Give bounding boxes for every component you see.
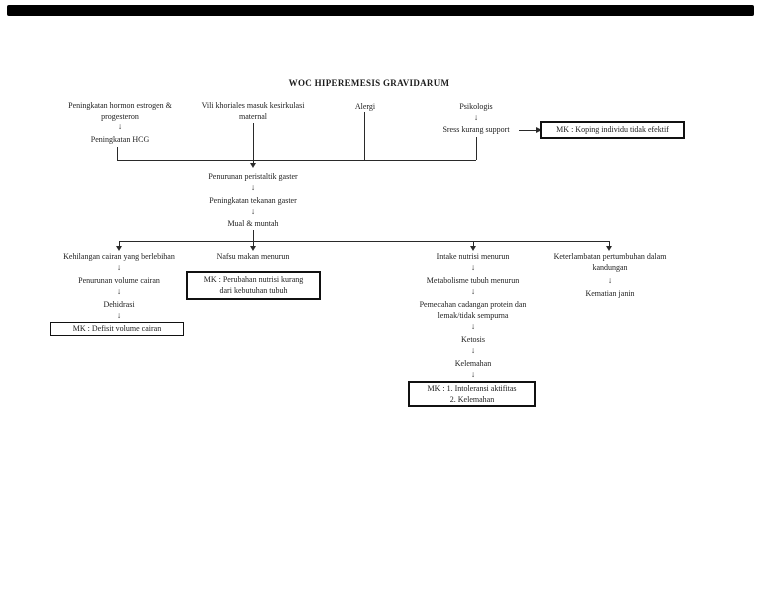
connector-branch4-drop (609, 241, 610, 246)
down-arrow: ↓ (250, 182, 256, 192)
node-keterlambatan-line1: Keterlambatan pertumbuhan dalam (553, 252, 667, 261)
node-psikologis: Psikologis (459, 102, 493, 111)
node-stress-kurang-support: Sress kurang support (442, 125, 510, 134)
node-vili-khoriales: Vili khoriales masuk kesirkulasi materna… (202, 100, 305, 122)
node-intake-nutrisi: Intake nutrisi menurun (436, 252, 510, 261)
node-mual-muntah: Mual & muntah (227, 219, 279, 228)
down-arrow: ↓ (607, 275, 613, 285)
mk-box-intoleransi-line2: 2. Kelemahan (449, 395, 495, 404)
node-vili-khoriales-line2: maternal (239, 112, 267, 121)
down-arrow: ↓ (473, 112, 479, 122)
node-nafsu-makan: Nafsu makan menurun (216, 252, 290, 261)
arrowhead-down-branch1 (116, 246, 122, 251)
connector-branch1-drop (119, 241, 120, 246)
bus-line-main (119, 241, 610, 242)
connector-alergi-drop (364, 112, 365, 160)
diagram-title: WOC HIPEREMESIS GRAVIDARUM (288, 78, 450, 88)
node-kelemahan: Kelemahan (454, 359, 492, 368)
node-hormon-estrogen: Peningkatan hormon estrogen & progestero… (68, 100, 172, 122)
mk-box-intoleransi: MK : 1. Intoleransi aktifitas 2. Kelemah… (408, 381, 536, 407)
node-pemecahan-cadangan-line1: Pemecahan cadangan protein dan (419, 300, 527, 309)
down-arrow: ↓ (116, 310, 122, 320)
connector-to-koping-box (519, 130, 536, 131)
connector-branch2-drop (253, 241, 254, 246)
connector-vili-drop (253, 123, 254, 163)
node-peningkatan-tekanan: Peningkatan tekanan gaster (209, 196, 297, 205)
node-pemecahan-cadangan-line2: lemak/tidak sempurna (437, 311, 509, 320)
connector-mual-drop (253, 230, 254, 241)
node-peningkatan-hcg: Peningkatan HCG (90, 135, 150, 144)
node-ketosis: Ketosis (461, 335, 485, 344)
node-keterlambatan-line2: kandungan (592, 263, 628, 272)
mk-box-perubahan-nutrisi-line1: MK : Perubahan nutrisi kurang (203, 275, 304, 284)
arrowhead-down-branch4 (606, 246, 612, 251)
node-penurunan-peristaltik: Penurunan peristaltik gaster (208, 172, 298, 181)
node-pemecahan-cadangan: Pemecahan cadangan protein dan lemak/tid… (420, 299, 527, 321)
node-hormon-estrogen-line2: progesteron (101, 112, 139, 121)
down-arrow: ↓ (470, 321, 476, 331)
top-black-bar (7, 5, 754, 16)
mk-box-intoleransi-line1: MK : 1. Intoleransi aktifitas (427, 384, 517, 393)
arrowhead-down-branch3 (470, 246, 476, 251)
node-dehidrasi: Dehidrasi (103, 300, 135, 309)
mk-box-koping-individu: MK : Koping individu tidak efektif (540, 121, 685, 139)
node-hormon-estrogen-line1: Peningkatan hormon estrogen & (68, 101, 172, 110)
arrowhead-down-branch2 (250, 246, 256, 251)
mk-box-perubahan-nutrisi-line2: dari kebutuhan tubuh (219, 286, 288, 295)
node-keterlambatan-pertumbuhan: Keterlambatan pertumbuhan dalam kandunga… (554, 251, 667, 273)
node-vili-khoriales-line1: Vili khoriales masuk kesirkulasi (201, 101, 305, 110)
connector-psikologis-drop (476, 137, 477, 160)
node-kematian-janin: Kematian janin (585, 289, 635, 298)
arrowhead-right-koping (536, 127, 542, 133)
bus-line-top (117, 160, 476, 161)
arrowhead-down-vili (250, 163, 256, 168)
mk-box-perubahan-nutrisi: MK : Perubahan nutrisi kurang dari kebut… (186, 271, 321, 300)
connector-branch3-drop (473, 241, 474, 246)
node-metabolisme-tubuh: Metabolisme tubuh menurun (426, 276, 520, 285)
down-arrow: ↓ (470, 345, 476, 355)
down-arrow: ↓ (470, 262, 476, 272)
down-arrow: ↓ (470, 369, 476, 379)
down-arrow: ↓ (117, 121, 123, 131)
down-arrow: ↓ (250, 206, 256, 216)
node-kehilangan-cairan: Kehilangan cairan yang berlebihan (63, 252, 175, 261)
node-penurunan-volume: Penurunan volume cairan (78, 276, 160, 285)
down-arrow: ↓ (470, 286, 476, 296)
connector-hcg-drop (117, 147, 118, 160)
node-alergi: Alergi (354, 102, 376, 111)
down-arrow: ↓ (116, 286, 122, 296)
mk-box-defisit-volume: MK : Defisit volume cairan (50, 322, 184, 336)
down-arrow: ↓ (116, 262, 122, 272)
